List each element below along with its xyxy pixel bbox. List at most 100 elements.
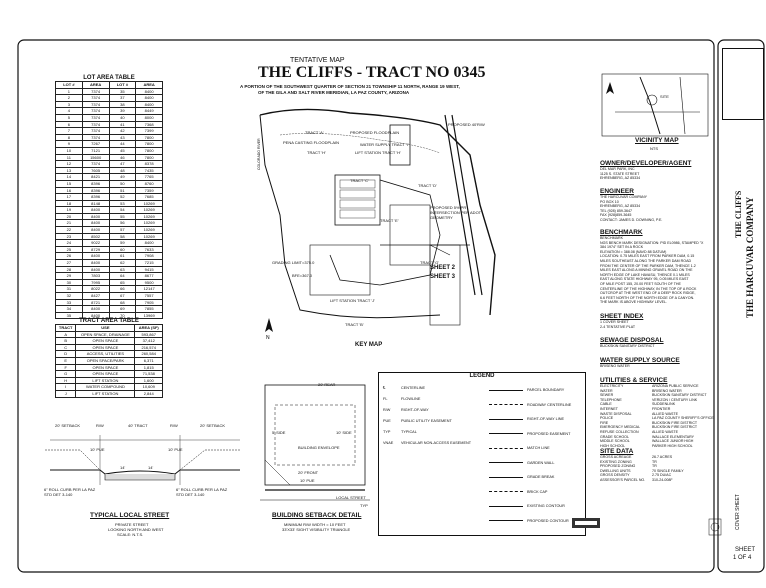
lot-table-cell: 7905 [135,298,163,307]
lot-table-cell: 8400 [81,219,110,228]
lot-table-cell: 8400 [135,87,163,96]
lot-table-cell: 7374 [81,127,110,135]
lot-table-cell: 8449 [135,107,163,115]
street-dim-pue-right: 10' PUE [168,447,183,452]
utility-row-value: VERIZON / CENTURY LINK [652,397,698,402]
lot-table-cell: 8400 [81,311,110,320]
lot-table-cell: 43 [108,133,137,142]
legend-abbrev: ℄ [383,386,386,390]
lot-table-cell: 35 [55,311,83,320]
tract-table-cell: ACCESS, UTILITIES [75,350,136,358]
lot-table-cell: 51 [108,186,137,195]
lot-table-cell: 7374 [81,94,110,102]
benchmark-line: EAST ALONG STATE HIGHWAY 95, 0.05 MILES … [600,277,689,282]
vicinity-map-title: VICINITY MAP [635,137,679,144]
lot-table-cell: 38 [108,100,137,109]
utility-row-value: BUCKSKIN FIRE DISTRICT [652,425,698,430]
lot-table-cell: 10269 [135,206,163,214]
utility-row-key: TELEPHONE [600,397,622,402]
lot-table-cell: 54 [108,206,137,214]
tract-table-cell: 37,412 [134,337,163,345]
utilities-title: UTILITIES & SERVICE [600,377,668,384]
utility-row-value: ARIZONA PUBLIC SERVICE [652,384,699,388]
site-data-row-key: PROPOSED ZONING [600,464,636,469]
lot-table-cell: 8721 [81,298,110,307]
street-dim-tract: 40' TRACT [128,423,148,428]
legend-line-label: PROPOSED CONTOUR [527,518,569,523]
lot-table-cell: 8427 [81,292,110,300]
lot-table-cell: 67 [108,292,137,300]
lot-table-cell: 14 [55,173,83,181]
legend-line-label: GRADE BREAK [527,475,555,479]
lot-table-cell: 63 [108,265,137,274]
setback-rear-label: 20' REAR [318,382,336,387]
legend-abbrev-desc: TYPICAL [401,430,417,434]
lot-table-cell: 39 [108,107,137,115]
setback-side10-label: 10' SIDE [336,430,352,435]
benchmark-line: ELEVATION = 388.08 (NAVD 88 DATUM) [600,249,667,254]
water-line: BRISENO WATER [600,364,630,368]
lot-table-cell: 35 [108,87,137,96]
lot-table-cell: 8 [55,133,83,142]
lot-table-cell: 8677 [135,272,163,280]
tract-table-cell: 1,815 [134,363,163,372]
tract-table-cell: 2,844 [134,389,163,398]
typical-street-title: TYPICAL LOCAL STREET [90,512,170,519]
lot-table-cell: 26 [55,252,83,261]
site-data-row-key: EXISTING ZONING [600,459,632,464]
lot-table-cell: 46 [108,153,137,162]
legend-abbrev: FL [383,397,388,401]
utility-row-value: ALLIED WASTE [652,411,679,416]
lot-table-header: LOT # [108,81,137,89]
tract-table-cell: C [54,343,77,352]
utility-row-key: CABLE [600,402,612,407]
lot-table-cell: 37 [108,94,137,102]
legend-line-label: ROADWAY CENTERLINE [527,402,572,407]
legend-line-symbol [489,505,523,507]
grading-limit-note: GRADING LIMIT=375.0 [272,260,315,265]
setback-detail-drawing [260,384,370,501]
legend-line-label: RIGHT-OF-WAY LINE [527,417,565,421]
lot-table-cell: 32 [55,292,83,300]
lot-table-cell: 9415 [135,265,163,274]
site-data-row-key: ASSESSOR'S PARCEL NO. [600,477,646,482]
tract-table-cell: LIFT STATION [75,389,136,398]
tract-table-cell: WATER COMPOUND [75,383,136,391]
street-dim-setback-right: 20' SETBACK [200,423,225,428]
owner-line: 1125 S. STATE STREET [600,171,640,176]
street-dim-lane-right: 14' [148,465,154,470]
curb-note-right: 6" ROLL CURB PER LA PAZ STD DET 3-140 [176,487,228,497]
engineer-title: ENGINEER [600,188,634,195]
lot-table-cell: 8148 [81,199,110,208]
legend-line-symbol [489,447,523,449]
street-dim-pue-left: 10' PUE [90,447,105,452]
adot-note: PROPOSED 5% PR INTERSECTION PER ADOT GEO… [430,205,482,220]
lot-table-cell: 7995 [81,278,110,287]
lot-table-cell: 66 [108,285,137,293]
engineer-line: THE HARCUVAR COMPANY [600,195,647,199]
lot-table-cell: 47 [108,160,137,168]
sheet-index-title: SHEET INDEX [600,313,644,320]
tract-table-cell: D [54,350,77,358]
benchmark-line: OF MILE POST 155, 20.00 FEET SOUTH OF TH… [600,281,681,286]
lot-table-cell: 7374 [81,113,110,122]
lot-table-cell: 7359 [135,186,163,195]
lot-table-cell: 21 [55,219,83,228]
lot-table-cell: 7803 [81,272,110,280]
